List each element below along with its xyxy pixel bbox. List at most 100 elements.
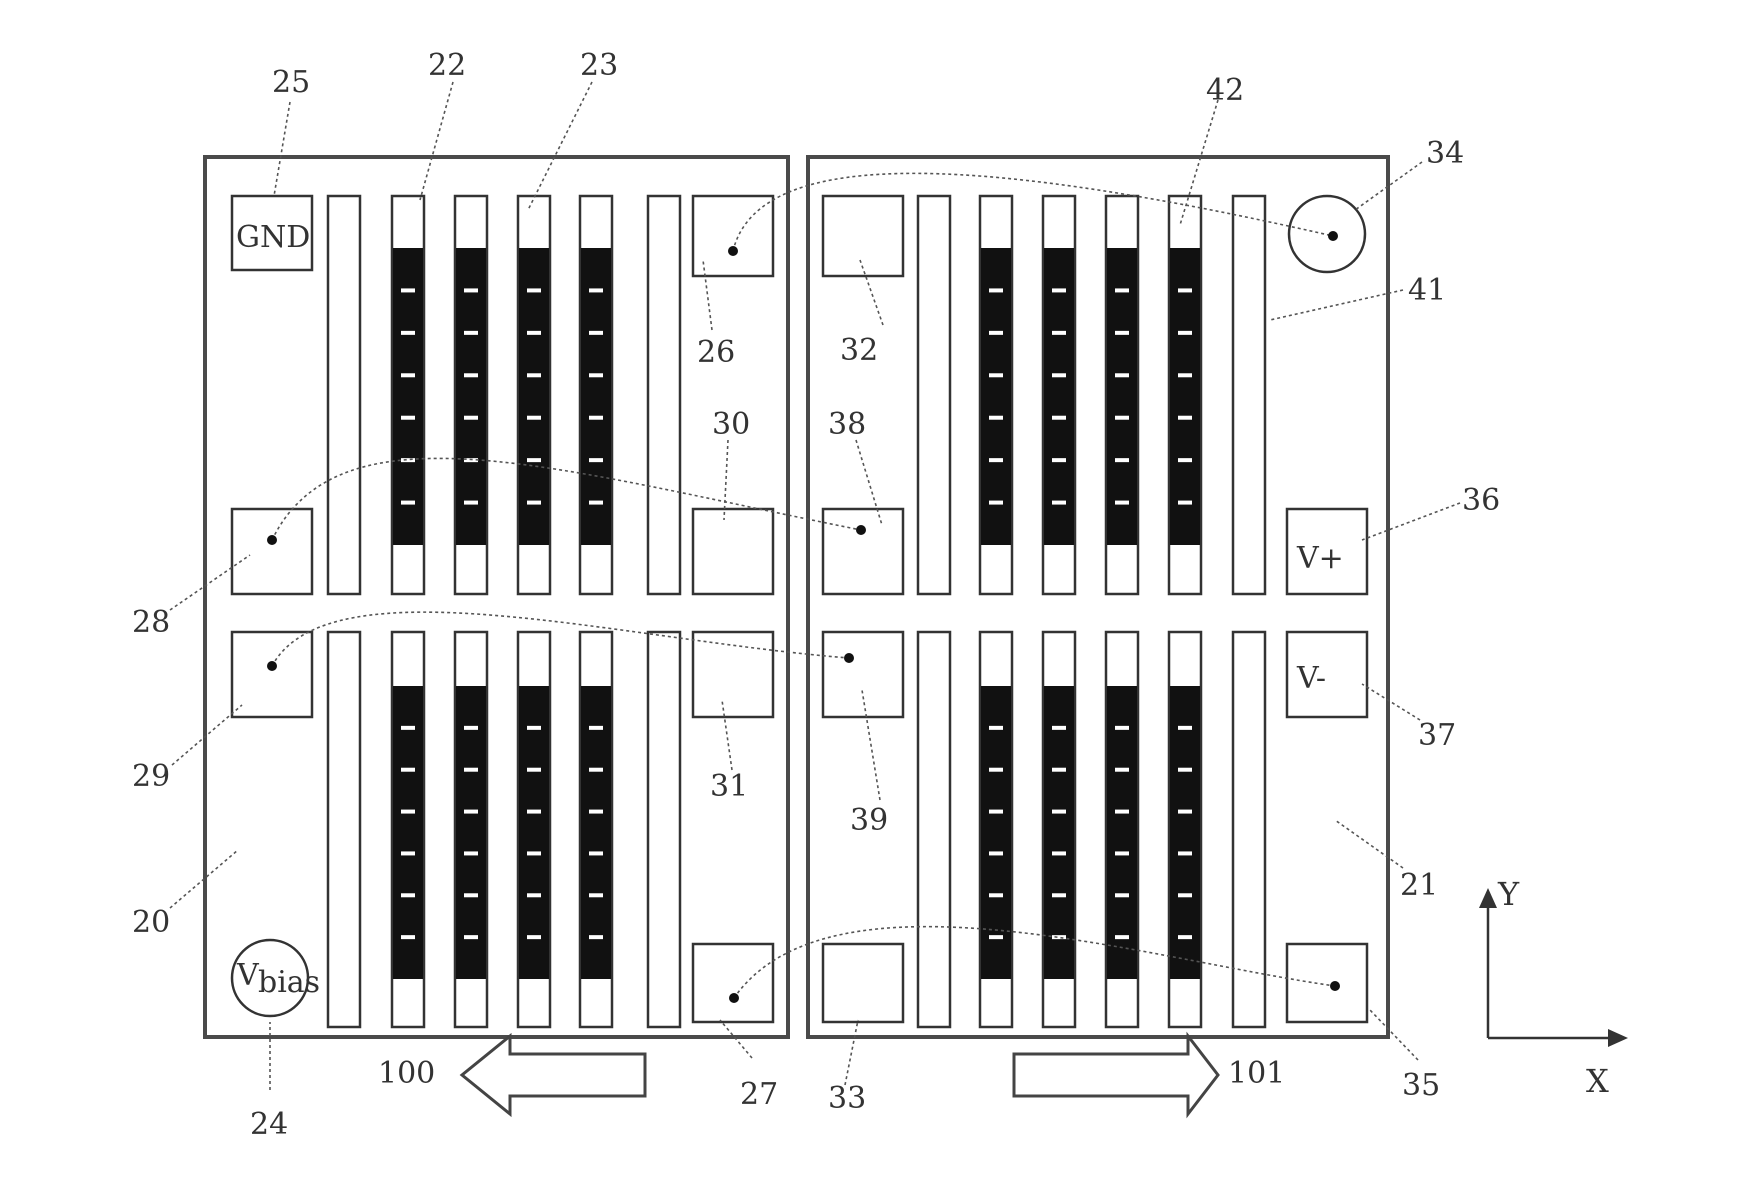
segment-gap-left-bottom: [589, 768, 603, 772]
segment-gap-left-top: [464, 416, 478, 420]
segment-gap-right-top: [989, 416, 1003, 420]
segment-gap-right-bottom: [1178, 726, 1192, 730]
segment-gap-right-bottom: [1115, 768, 1129, 772]
segment-gap-right-top: [1115, 373, 1129, 377]
label-34: 34: [1426, 136, 1464, 171]
label-30: 30: [712, 407, 750, 442]
segment-gap-left-top: [464, 288, 478, 292]
pad-29: [232, 632, 312, 717]
segment-gap-left-bottom: [464, 726, 478, 730]
segment-gap-right-bottom: [1115, 726, 1129, 730]
label-26: 26: [697, 335, 735, 370]
segment-gap-left-bottom: [464, 935, 478, 939]
segment-gap-left-bottom: [527, 726, 541, 730]
label-20: 20: [132, 905, 170, 940]
dark-segment-left-bottom: [519, 686, 549, 979]
label-21: 21: [1400, 868, 1438, 903]
segment-gap-left-top: [589, 501, 603, 505]
label-24: 24: [250, 1107, 288, 1142]
segment-gap-left-top: [401, 373, 415, 377]
segment-gap-left-bottom: [401, 851, 415, 855]
label-41: 41: [1408, 273, 1446, 308]
segment-gap-right-bottom: [989, 893, 1003, 897]
segment-gap-right-top: [1052, 331, 1066, 335]
label-33: 33: [828, 1081, 866, 1116]
segment-gap-right-top: [1178, 373, 1192, 377]
segment-gap-left-top: [464, 501, 478, 505]
segment-gap-right-bottom: [1052, 768, 1066, 772]
segment-gap-left-top: [527, 458, 541, 462]
label-22: 22: [428, 48, 466, 83]
segment-gap-left-bottom: [401, 893, 415, 897]
segment-gap-right-top: [1178, 331, 1192, 335]
segment-gap-left-bottom: [401, 810, 415, 814]
segment-gap-left-bottom: [589, 935, 603, 939]
segment-gap-left-top: [527, 501, 541, 505]
segment-gap-right-top: [1115, 458, 1129, 462]
label-29: 29: [132, 759, 170, 794]
dark-segment-left-top: [519, 248, 549, 545]
contact-dot-26: [728, 246, 738, 256]
segment-gap-right-top: [1115, 501, 1129, 505]
pad-33: [823, 944, 903, 1022]
segment-gap-right-top: [989, 458, 1003, 462]
plain-strip-right-top: [1233, 196, 1265, 594]
segment-gap-right-bottom: [1052, 810, 1066, 814]
segment-gap-left-top: [464, 373, 478, 377]
segment-gap-left-bottom: [589, 893, 603, 897]
segment-gap-right-top: [989, 373, 1003, 377]
pad-28: [232, 509, 312, 594]
pad-31: [693, 632, 773, 717]
segment-gap-right-top: [1052, 458, 1066, 462]
label-37: 37: [1418, 718, 1456, 753]
segment-gap-right-bottom: [1052, 851, 1066, 855]
plain-strip-left-top: [648, 196, 680, 594]
segment-gap-left-bottom: [401, 726, 415, 730]
x-axis-label: X: [1586, 1062, 1609, 1100]
label-42: 42: [1206, 73, 1244, 108]
segment-gap-left-bottom: [464, 810, 478, 814]
segment-gap-left-bottom: [464, 768, 478, 772]
segment-gap-left-bottom: [464, 851, 478, 855]
pad-35: [1287, 944, 1367, 1022]
plain-strip-right-bottom: [918, 632, 950, 1027]
label-38: 38: [828, 407, 866, 442]
segment-gap-left-bottom: [589, 726, 603, 730]
label-35: 35: [1402, 1068, 1440, 1103]
contact-dot-28: [267, 535, 277, 545]
segment-gap-right-top: [1052, 373, 1066, 377]
segment-gap-right-top: [1115, 416, 1129, 420]
contact-dot-34: [1328, 231, 1338, 241]
y-axis-label: Y: [1497, 875, 1520, 913]
contact-dot-35: [1330, 981, 1340, 991]
segment-gap-right-bottom: [1178, 768, 1192, 772]
dark-segment-right-top: [1044, 248, 1074, 545]
label-101: 101: [1228, 1056, 1285, 1091]
segment-gap-left-bottom: [401, 935, 415, 939]
segment-gap-left-top: [527, 331, 541, 335]
segment-gap-left-top: [527, 288, 541, 292]
dark-segment-left-top: [456, 248, 486, 545]
segment-gap-left-top: [401, 331, 415, 335]
segment-gap-right-top: [1178, 458, 1192, 462]
segment-gap-right-bottom: [989, 935, 1003, 939]
segment-gap-right-top: [1178, 288, 1192, 292]
segment-gap-right-top: [1115, 288, 1129, 292]
v-minus-pad-label: V-: [1296, 661, 1326, 696]
segment-gap-right-bottom: [989, 768, 1003, 772]
pad-27: [693, 944, 773, 1022]
segment-gap-left-top: [464, 331, 478, 335]
v-bias-pad-subscript: bias: [258, 965, 320, 1000]
segment-gap-right-top: [989, 501, 1003, 505]
dark-segment-right-bottom: [981, 686, 1011, 979]
label-39: 39: [850, 803, 888, 838]
segment-gap-right-bottom: [989, 851, 1003, 855]
label-23: 23: [580, 48, 618, 83]
plain-strip-left-bottom: [648, 632, 680, 1027]
left-arrow-100: [462, 1036, 645, 1114]
segment-gap-right-bottom: [1115, 893, 1129, 897]
segment-gap-right-bottom: [989, 726, 1003, 730]
segment-gap-right-bottom: [1052, 935, 1066, 939]
plain-strip-left-top: [328, 196, 360, 594]
dark-segment-left-bottom: [456, 686, 486, 979]
